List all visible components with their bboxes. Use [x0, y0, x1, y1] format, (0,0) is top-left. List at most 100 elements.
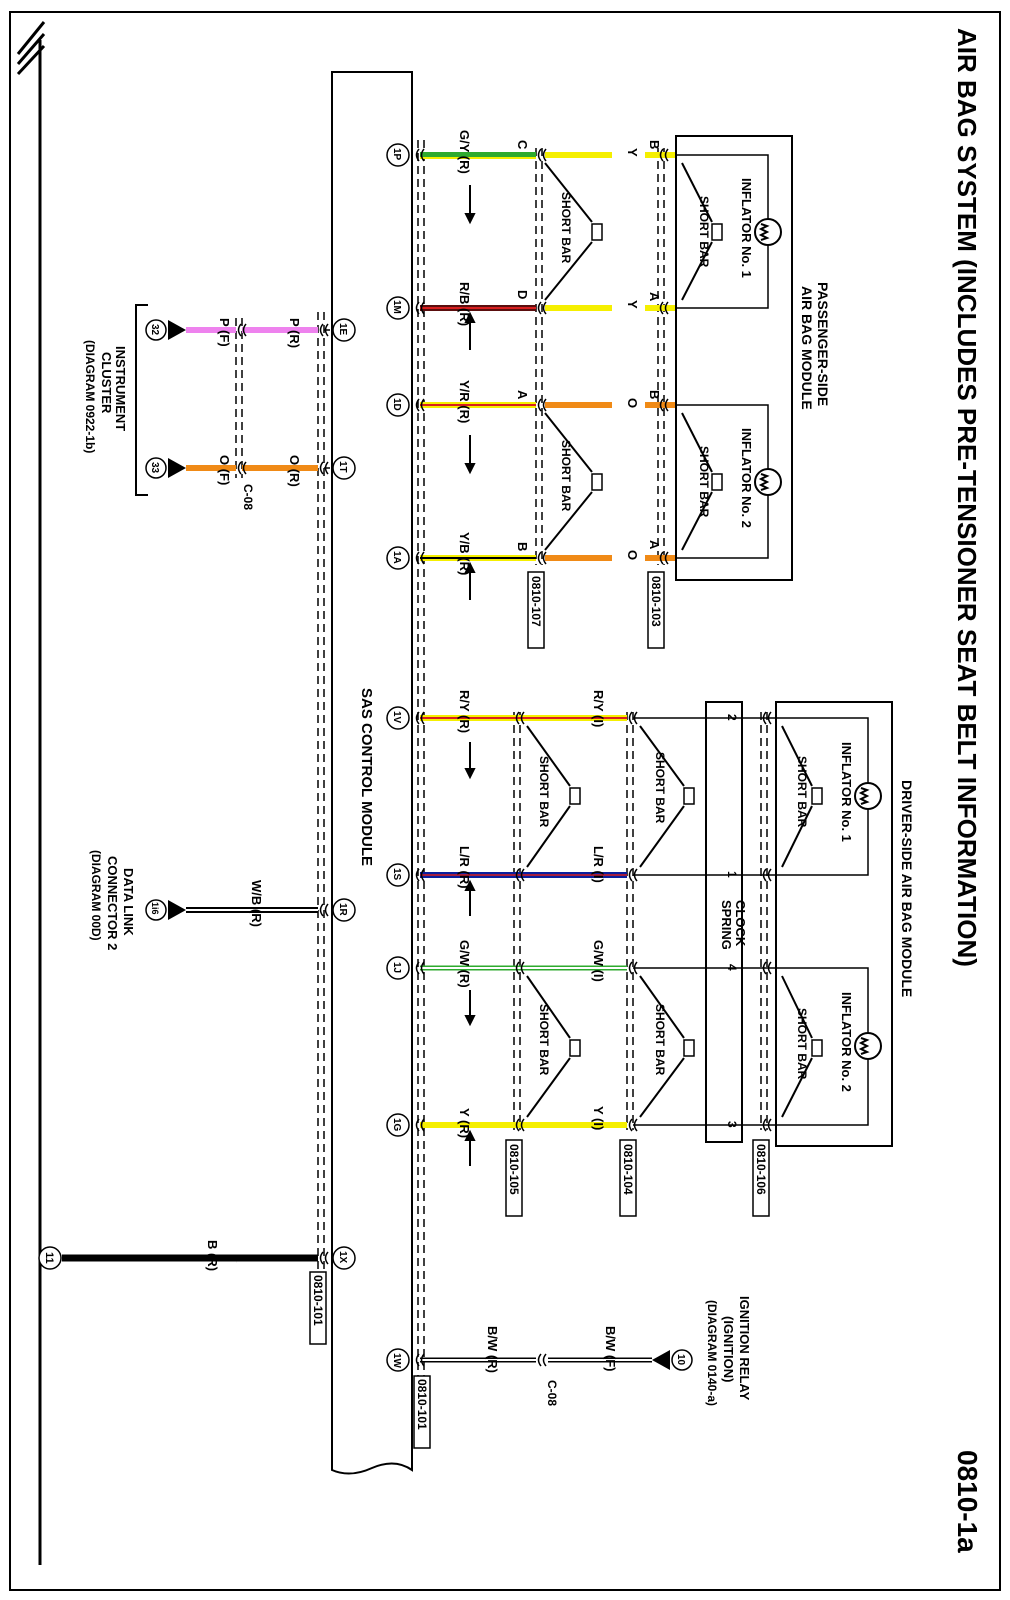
sas-pin-1v: 1V — [386, 706, 410, 730]
connector-mark — [242, 323, 247, 337]
sas-pin-1d: 1D — [386, 393, 410, 417]
connector-mark — [633, 868, 638, 882]
ignition-relay[interactable]: 10 IGNITION RELAY (IGNITION) (DIAGRAM 01… — [413, 1296, 752, 1449]
svg-text:SHORT BAR: SHORT BAR — [537, 1004, 551, 1076]
connector-mark — [324, 323, 329, 337]
connector-mark — [542, 301, 547, 315]
connector-mark — [237, 461, 242, 475]
clock-spring-label-1: CLOCK — [733, 900, 748, 947]
svg-text:1S: 1S — [391, 868, 402, 881]
connector-mark — [415, 1118, 420, 1132]
connector-mark — [767, 1118, 772, 1132]
clock-spring[interactable]: CLOCK SPRING 2 1 4 3 — [705, 701, 748, 1143]
connector-mark — [520, 868, 525, 882]
svg-text:1T: 1T — [337, 461, 348, 473]
clock-wire-code: G/W (I) — [591, 940, 606, 982]
driver-inflator-2-label: INFLATOR No. 2 — [839, 992, 854, 1092]
connector-mark — [420, 868, 425, 882]
sas-pin-1p: 1P — [386, 143, 410, 167]
svg-text:SHORT BAR: SHORT BAR — [559, 440, 573, 512]
svg-text:SHORT BAR: SHORT BAR — [559, 192, 573, 264]
connector-mark — [633, 1118, 638, 1132]
clock-wire-code: Y (I) — [591, 1106, 606, 1130]
ground-pin: 11 — [43, 1252, 55, 1264]
passenger-pin-label: A — [647, 540, 662, 550]
clock-spring-pin: 3 — [725, 1121, 739, 1128]
connector-mark — [537, 398, 542, 412]
connector-mark — [767, 961, 772, 975]
clock-spring-label-2: SPRING — [719, 900, 734, 950]
connector-mark — [542, 398, 547, 412]
data-link-connector[interactable]: 1i6 DATA LINK CONNECTOR 2 (DIAGRAM 00D) … — [89, 850, 318, 950]
passenger-inflator-2-icon — [754, 468, 782, 496]
sas-pin-1x: 1X — [332, 1246, 356, 1270]
driver-inflator-1-icon — [854, 782, 882, 810]
passenger-inflator-1-icon — [754, 218, 782, 246]
connector-mark — [515, 711, 520, 725]
connector-pin-a: A — [515, 390, 530, 400]
connector-mark — [520, 711, 525, 725]
svg-text:1V: 1V — [391, 711, 402, 724]
passenger-inflator-2-label: INFLATOR No. 2 — [739, 428, 754, 528]
cluster-label-1: INSTRUMENT — [113, 346, 128, 431]
cluster-pin-32: 32 — [149, 324, 160, 336]
cluster-wire-p-f: P (F) — [217, 318, 232, 347]
ground-bus — [16, 21, 46, 1565]
connector-mark — [319, 903, 324, 917]
page-frame — [9, 11, 1001, 1591]
clock-spring-pin: 2 — [725, 714, 739, 721]
ground-wire-label: B (R) — [205, 1240, 220, 1271]
current-arrows-driver — [464, 742, 476, 1166]
ignition-pin: 10 — [675, 1354, 686, 1366]
cluster-pin-33: 33 — [149, 462, 160, 474]
driver-harness-labels: R/Y (R) L/R (R) G/W (R) Y (R) — [457, 690, 472, 1138]
connector-mark — [242, 461, 247, 475]
connector-mark — [762, 961, 767, 975]
connector-mark — [767, 711, 772, 725]
ignition-label-3: (DIAGRAM 0140-a) — [705, 1300, 719, 1406]
ignition-label-2: (IGNITION) — [721, 1316, 736, 1382]
connector-pin-c: C — [515, 140, 530, 150]
passenger-wire-code: O — [625, 550, 640, 560]
ignition-wire-r: B/W (R) — [485, 1326, 500, 1373]
connector-mark — [415, 711, 420, 725]
passenger-inflator-2-shortbar: SHORT BAR — [697, 446, 711, 518]
connector-tag: 0810-101 — [311, 1275, 325, 1326]
connector-mark — [415, 398, 420, 412]
connector-mark — [664, 301, 669, 315]
driver-airbag-module[interactable]: DRIVER-SIDE AIR BAG MODULE INFLATOR No. … — [775, 701, 915, 1147]
wire-label-1a: Y/B (R) — [457, 532, 472, 575]
driver-inflator-1-shortbar: SHORT BAR — [795, 756, 809, 828]
page-title: AIR BAG SYSTEM (INCLUDES PRE-TENSIONER S… — [952, 28, 982, 967]
connector-tag: 0810-105 — [507, 1144, 521, 1195]
connector-mark — [659, 148, 664, 162]
connector-mark — [415, 1353, 420, 1367]
instrument-cluster[interactable]: 32 33 INSTRUMENT CLUSTER (DIAGRAM 0922-1… — [83, 304, 302, 510]
svg-text:1P: 1P — [391, 148, 402, 161]
connector-mark — [415, 551, 420, 565]
wire-label-1m: R/B (R) — [457, 282, 472, 326]
svg-text:1D: 1D — [391, 398, 402, 411]
connector-mark — [633, 961, 638, 975]
wire-label-1g: Y (R) — [457, 1108, 472, 1138]
sas-pin-1e: 1E — [332, 318, 356, 342]
passenger-wire-code: O — [625, 398, 640, 408]
cluster-label-3: (DIAGRAM 0922-1b) — [83, 340, 97, 453]
passenger-wires — [420, 152, 676, 561]
connector-mark — [659, 551, 664, 565]
connector-mark — [664, 398, 669, 412]
sas-pin-1s: 1S — [386, 863, 410, 887]
data-link-label-2: CONNECTOR 2 — [105, 856, 120, 950]
ignition-wire-f: B/W (F) — [603, 1326, 618, 1371]
connector-mark — [659, 398, 664, 412]
cluster-inner — [324, 329, 330, 469]
connector-mark — [420, 148, 425, 162]
passenger-airbag-module[interactable]: PASSENGER-SIDE AIR BAG MODULE INFLATOR N… — [675, 135, 831, 581]
sas-pin-1t: 1T — [332, 456, 356, 480]
sas-pin-1j: 1J — [386, 956, 410, 980]
connector-mark — [762, 711, 767, 725]
connector-mark — [542, 551, 547, 565]
connector-mark — [520, 1118, 525, 1132]
connector-mark — [628, 1118, 633, 1132]
connector-mark — [420, 1353, 425, 1367]
